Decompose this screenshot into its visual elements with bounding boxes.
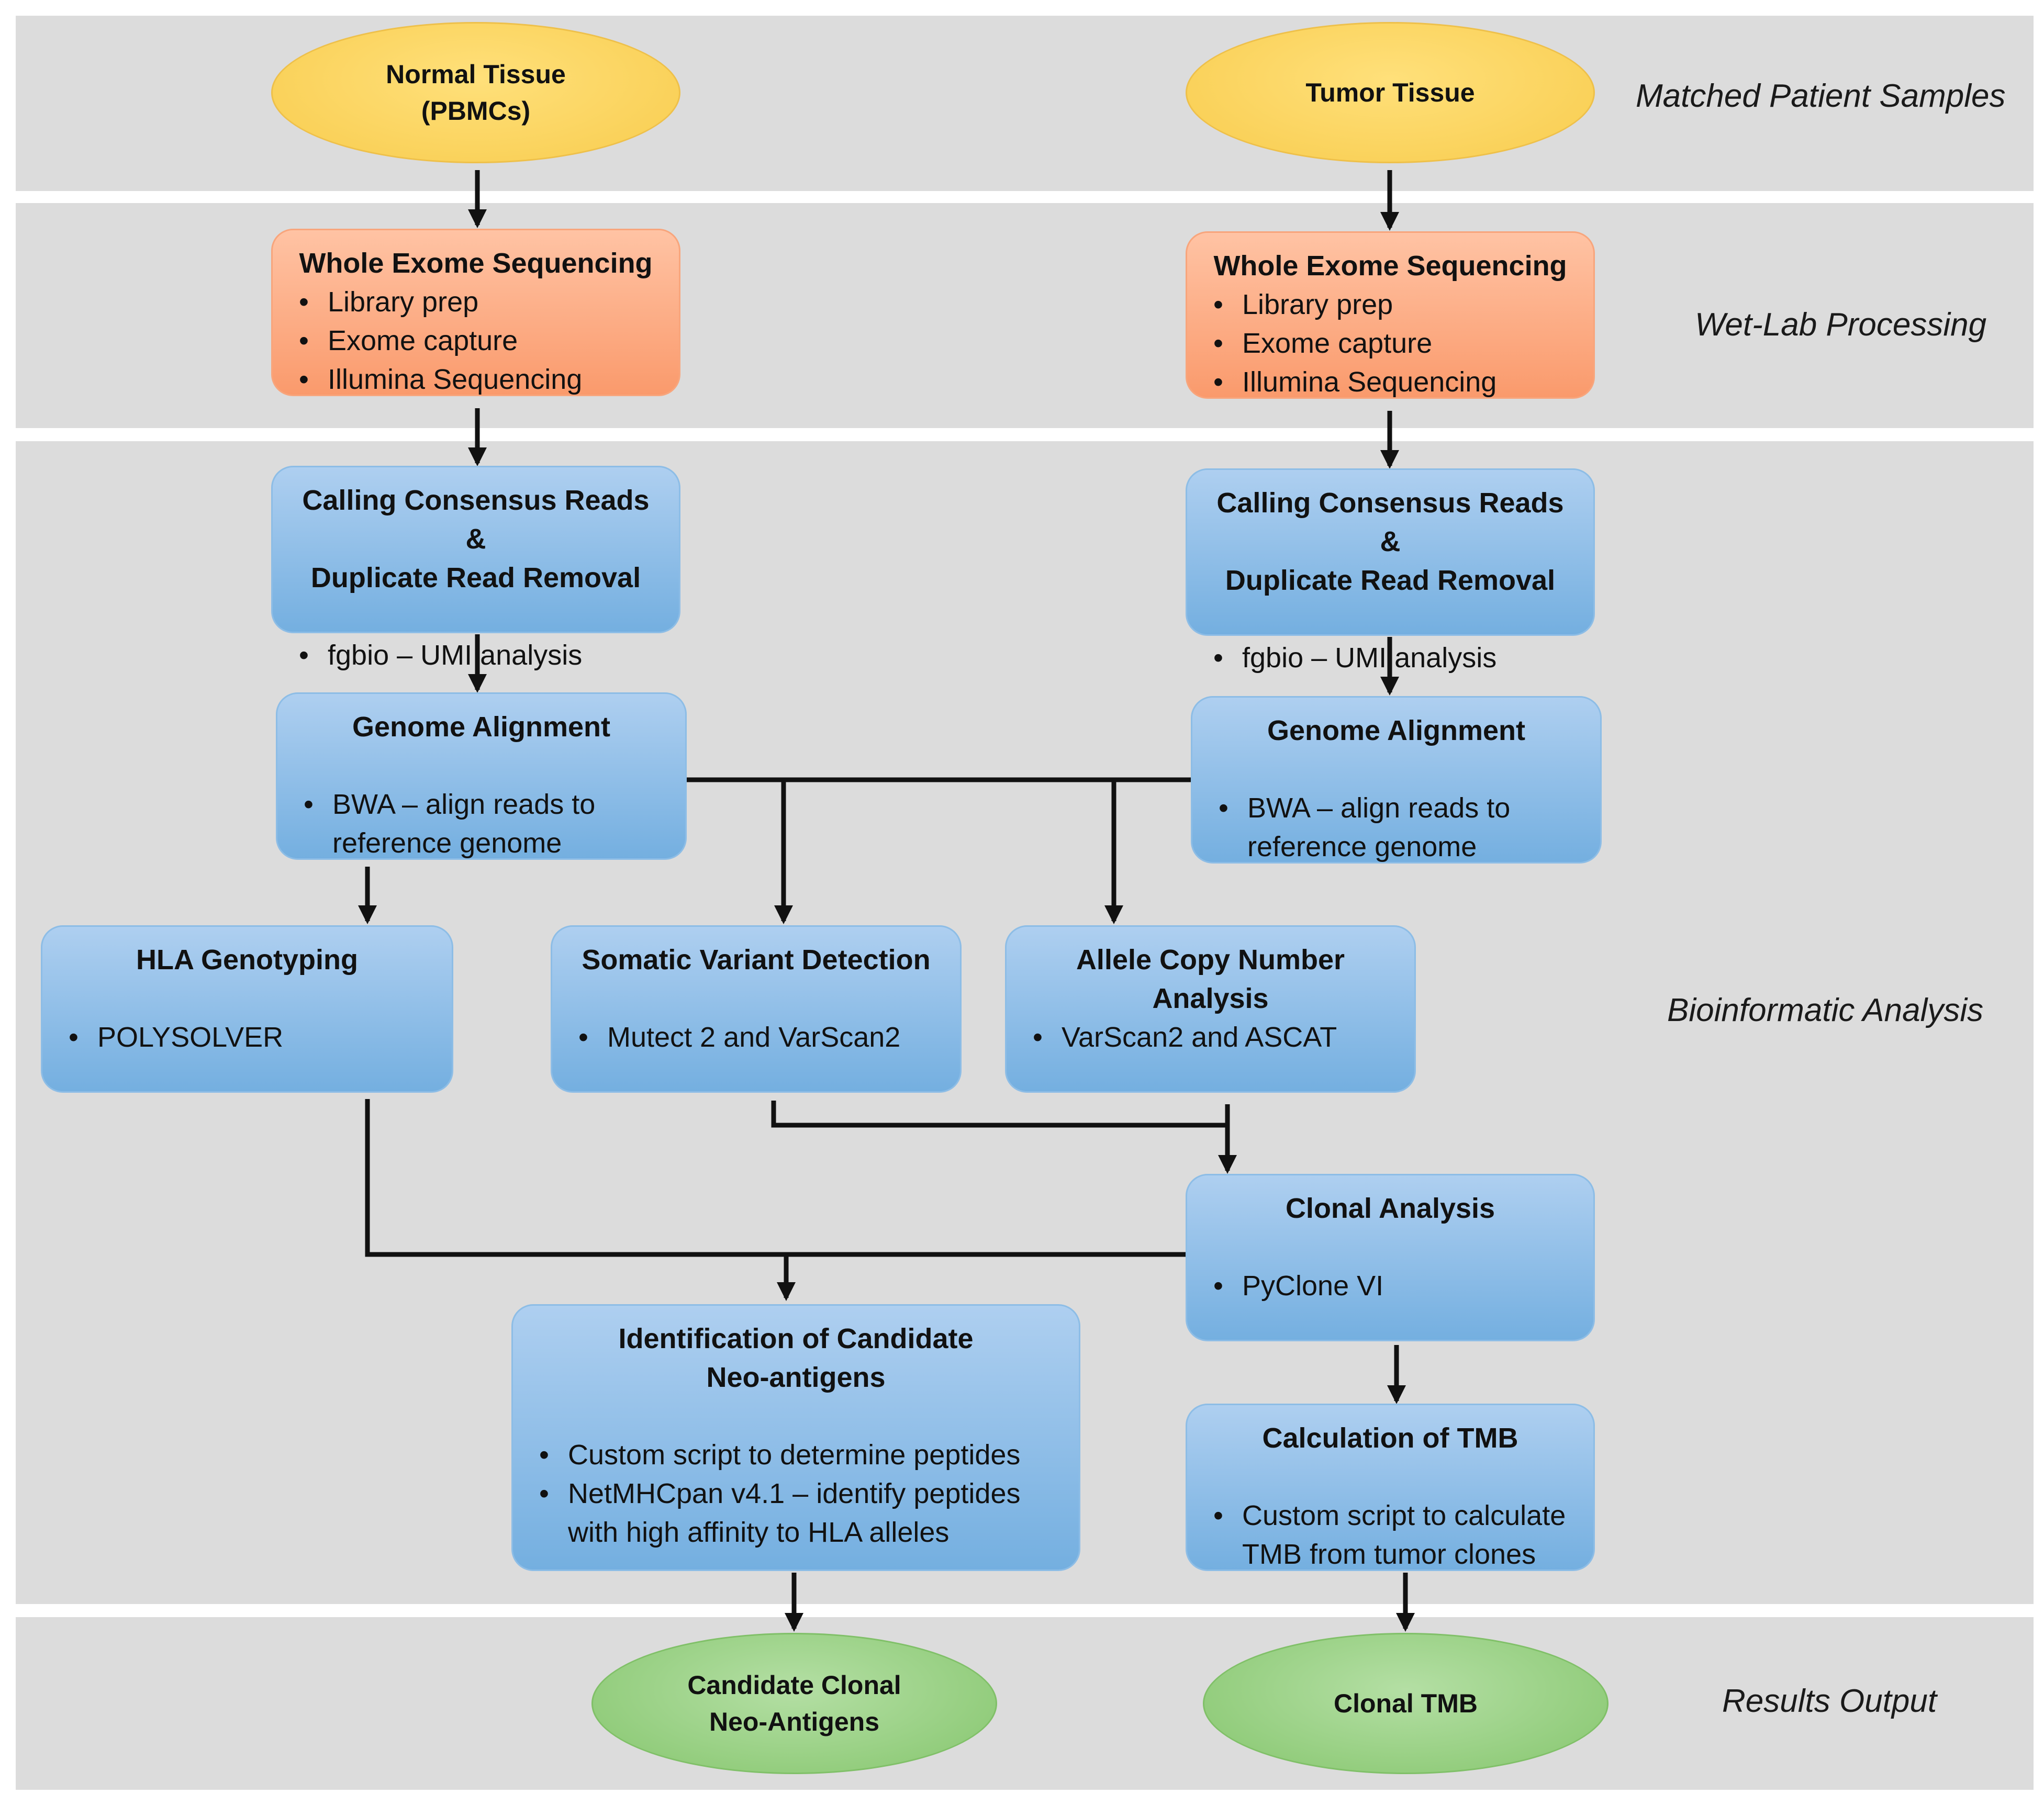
normal-wes-box: Whole Exome Sequencing Library prep Exom… [271,229,680,399]
band-label-samples: Matched Patient Samples [1636,78,2006,114]
tumor-alignment-box: Genome Alignment BWA – align reads to re… [1191,696,1602,864]
neoantigen-box: Identification of Candidate Neo-antigens… [511,1304,1080,1571]
normal-alignment-title: Genome Alignment [352,711,611,743]
normal-consensus-title: Calling Consensus Reads & [302,485,650,555]
neoantigen-output-sublabel: Neo-Antigens [709,1707,879,1736]
normal-alignment-box: Genome Alignment BWA – align reads to re… [276,692,687,860]
normal-tissue-node: Normal Tissue (PBMCs) [271,22,680,163]
normal-wes-item: Illumina Sequencing [288,360,663,399]
clonal-title: Clonal Analysis [1285,1193,1495,1224]
somatic-item: Mutect 2 and VarScan2 [568,1018,944,1057]
neoantigen-output-label: Candidate Clonal [687,1671,901,1700]
somatic-variant-box: Somatic Variant Detection Mutect 2 and V… [551,925,962,1093]
copy-number-title: Allele Copy Number [1076,944,1345,976]
hla-title: HLA Genotyping [136,944,358,976]
normal-tissue-sublabel: (PBMCs) [421,96,531,126]
tumor-wes-item: Exome capture [1203,324,1578,363]
normal-wes-item: Exome capture [288,321,663,360]
normal-consensus-box: Calling Consensus Reads & Duplicate Read… [271,466,680,675]
neoantigen-title: Identification of Candidate [618,1323,974,1354]
neoantigen-title-2: Neo-antigens [706,1362,886,1393]
tumor-wes-item: Library prep [1203,285,1578,324]
somatic-title: Somatic Variant Detection [582,944,931,976]
clonal-item: PyClone VI [1203,1266,1578,1305]
band-label-bioinformatic: Bioinformatic Analysis [1667,992,1984,1028]
tumor-wes-title: Whole Exome Sequencing [1213,250,1567,282]
clonal-analysis-box: Clonal Analysis PyClone VI [1186,1174,1595,1341]
tumor-consensus-title: Calling Consensus Reads & [1216,487,1564,557]
tumor-wes-item: Illumina Sequencing [1203,363,1578,401]
neoantigen-item: Custom script to determine peptides [529,1436,1063,1474]
tumor-consensus-title-2: Duplicate Read Removal [1225,565,1556,596]
tmb-output-node: Clonal TMB [1203,1633,1609,1774]
copy-number-title-2: Analysis [1152,983,1269,1014]
tmb-title: Calculation of TMB [1262,1422,1518,1454]
tumor-wes-box: Whole Exome Sequencing Library prep Exom… [1186,231,1595,401]
tumor-consensus-item: fgbio – UMI analysis [1203,638,1578,677]
normal-consensus-title-2: Duplicate Read Removal [310,562,641,593]
tumor-tissue-node: Tumor Tissue [1186,22,1595,163]
normal-consensus-item: fgbio – UMI analysis [288,636,663,675]
tmb-item: Custom script to calculate TMB from tumo… [1203,1496,1578,1574]
tumor-alignment-title: Genome Alignment [1267,715,1526,746]
tumor-alignment-item: BWA – align reads to reference genome [1208,789,1584,866]
normal-tissue-label: Normal Tissue [386,60,566,89]
tmb-calculation-box: Calculation of TMB Custom script to calc… [1186,1404,1595,1571]
tmb-output-label: Clonal TMB [1334,1689,1478,1718]
hla-item: POLYSOLVER [58,1018,436,1057]
band-label-wetlab: Wet-Lab Processing [1695,307,1987,343]
neoantigen-item: NetMHCpan v4.1 – identify peptides with … [529,1474,1063,1552]
neoantigen-output-node: Candidate Clonal Neo-Antigens [591,1633,997,1774]
band-results [16,1617,2034,1790]
hla-genotyping-box: HLA Genotyping POLYSOLVER [41,925,453,1093]
band-label-results: Results Output [1722,1683,1937,1719]
copy-number-box: Allele Copy Number Analysis VarScan2 and… [1005,925,1416,1093]
normal-wes-item: Library prep [288,283,663,321]
copy-number-item: VarScan2 and ASCAT [1022,1018,1399,1057]
tumor-tissue-label: Tumor Tissue [1305,78,1475,107]
normal-alignment-item: BWA – align reads to reference genome [293,785,669,862]
tumor-consensus-box: Calling Consensus Reads & Duplicate Read… [1186,468,1595,677]
normal-wes-title: Whole Exome Sequencing [299,248,653,279]
